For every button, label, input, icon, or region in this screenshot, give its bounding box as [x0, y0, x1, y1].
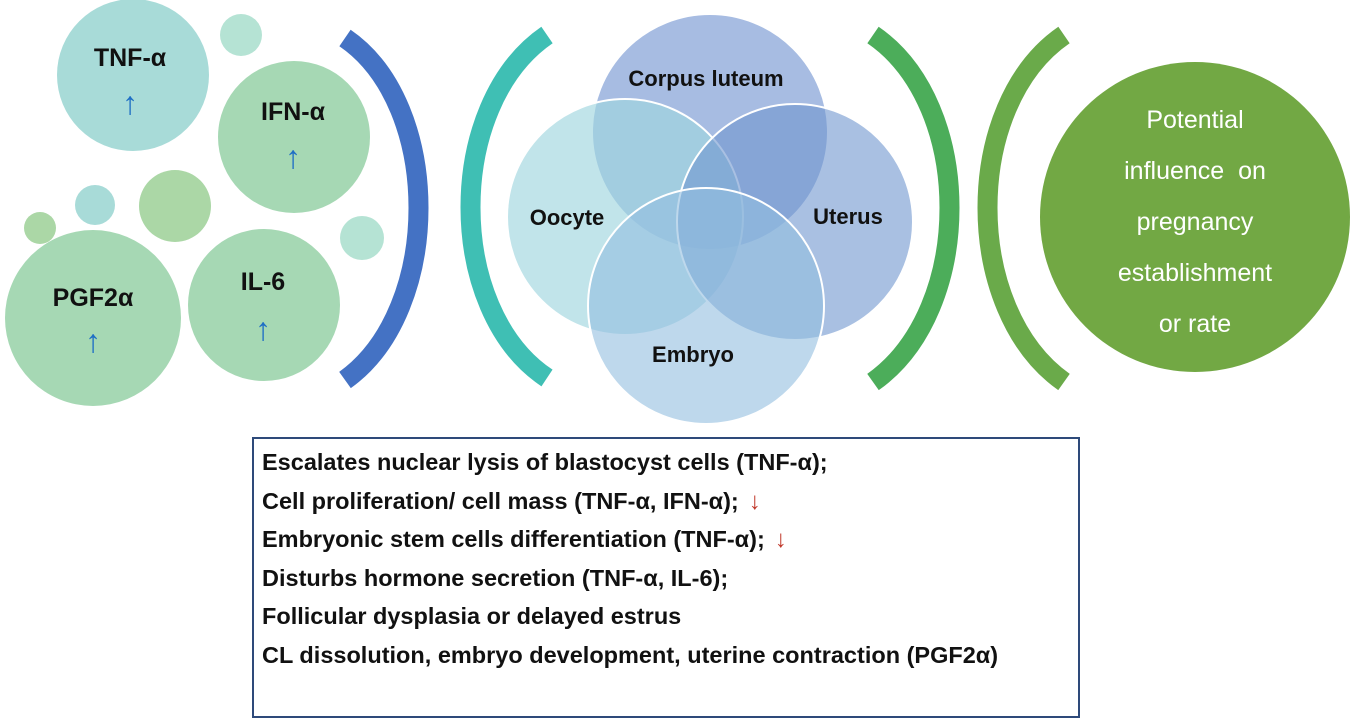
outcome-line: pregnancy — [1136, 208, 1254, 236]
cytokine-il6: IL-6 ↑ — [188, 229, 340, 381]
cytokine-pgf-circle — [5, 230, 181, 406]
effect-text: Escalates nuclear lysis of blastocyst ce… — [262, 449, 828, 475]
effect-item: Disturbs hormone secretion (TNF-α, IL-6)… — [262, 559, 1078, 598]
effect-item: Cell proliferation/ cell mass (TNF-α, IF… — [262, 482, 1078, 521]
cytokine-il6-circle — [188, 229, 340, 381]
bubble-small — [24, 212, 56, 244]
venn-oocyte-label: Oocyte — [530, 205, 605, 230]
venn-diagram: Corpus luteum Oocyte Uterus Embryo — [506, 13, 914, 425]
cytokine-ifn-circle — [218, 61, 370, 213]
effect-text: Embryonic stem cells differentiation (TN… — [262, 526, 765, 552]
cytokine-tnf: TNF-α ↑ — [57, 0, 209, 151]
cytokine-tnf-circle — [57, 0, 209, 151]
cytokine-pgf-arrow: ↑ — [85, 323, 101, 359]
venn-uterus-label: Uterus — [813, 204, 883, 229]
bracket-open-green — [977, 26, 1070, 391]
effect-item: CL dissolution, embryo development, uter… — [262, 636, 1078, 675]
cytokine-tnf-label: TNF-α — [94, 44, 167, 72]
effect-text: CL dissolution, embryo development, uter… — [262, 641, 999, 668]
bubble-small — [75, 185, 115, 225]
effect-item: Follicular dysplasia or delayed estrus — [262, 597, 1078, 636]
effect-text: Cell proliferation/ cell mass (TNF-α, IF… — [262, 487, 739, 514]
cytokine-pgf-label: PGF2α — [53, 284, 134, 312]
outcome-line: or rate — [1158, 310, 1232, 338]
venn-embryo-circle — [587, 187, 825, 425]
outcome-line: Potential — [1146, 106, 1244, 134]
bubble-small — [220, 14, 262, 56]
outcome-text: Potential influence on pregnancy establi… — [1090, 95, 1300, 350]
effect-item: Embryonic stem cells differentiation (TN… — [262, 520, 1078, 559]
effects-box: Escalates nuclear lysis of blastocyst ce… — [252, 437, 1080, 718]
bracket-open-teal — [460, 26, 553, 387]
down-arrow-icon: ↓ — [748, 487, 761, 515]
outcome-circle — [1040, 62, 1350, 372]
cytokine-ifn-label: IFN-α — [261, 98, 326, 126]
outcome-line: establishment — [1117, 259, 1273, 287]
effect-text: Follicular dysplasia or delayed estrus — [262, 603, 682, 629]
effect-text: Disturbs hormone secretion (TNF-α, IL-6)… — [262, 564, 729, 591]
bracket-close-blue — [338, 29, 429, 389]
outcome-line: influence on — [1124, 157, 1266, 185]
cytokine-pgf: PGF2α ↑ — [5, 230, 181, 406]
cytokine-il6-arrow: ↑ — [255, 311, 271, 347]
bubble-small — [340, 216, 384, 260]
venn-embryo-label: Embryo — [652, 342, 734, 367]
cytokine-il6-label: IL-6 — [241, 268, 285, 296]
venn-corpus-label: Corpus luteum — [628, 66, 783, 91]
cytokine-ifn: IFN-α ↑ — [218, 61, 370, 213]
bracket-close-green — [867, 26, 960, 391]
cytokine-tnf-arrow: ↑ — [122, 85, 138, 121]
effect-item: Escalates nuclear lysis of blastocyst ce… — [262, 443, 1078, 482]
cytokine-ifn-arrow: ↑ — [285, 139, 301, 175]
down-arrow-icon: ↓ — [774, 526, 787, 553]
bubble-small — [139, 170, 211, 242]
